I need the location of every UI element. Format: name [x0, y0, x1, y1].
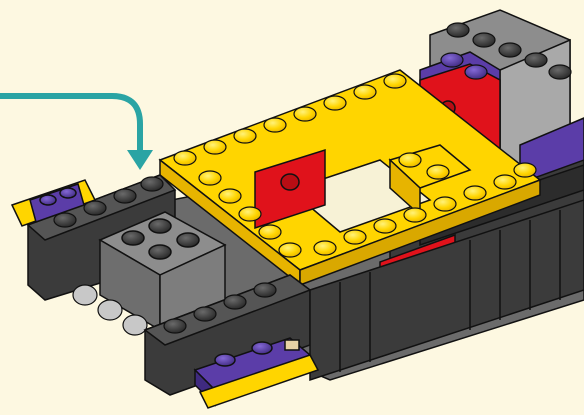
curved-arrow-down-icon	[0, 96, 153, 170]
